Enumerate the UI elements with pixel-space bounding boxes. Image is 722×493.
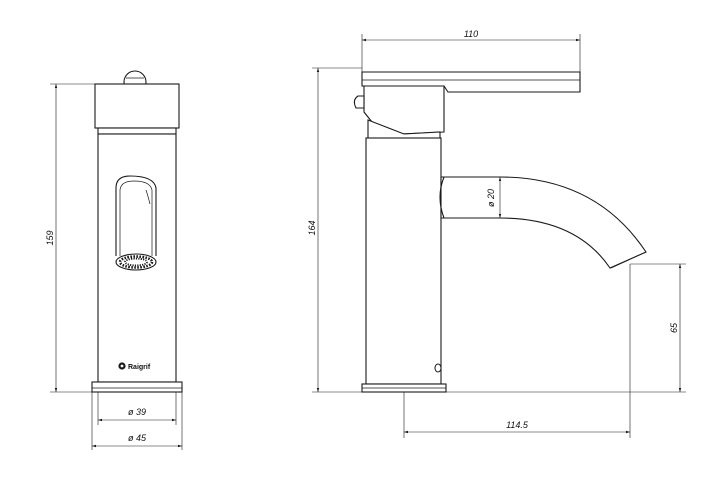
front-base — [91, 381, 183, 393]
front-dimensions: 159 ø 39 ø 45 — [45, 83, 183, 450]
dim-side-lever-length: 110 — [464, 29, 478, 39]
front-view: Raigrif — [91, 70, 183, 393]
dim-side-spout-height: 65 — [669, 322, 679, 333]
front-spout — [115, 175, 157, 256]
dim-front-height: 159 — [45, 230, 55, 245]
side-spout — [439, 176, 647, 269]
dim-front-base-inner: ø 39 — [128, 407, 146, 417]
brand-logo-text: Raigrif — [128, 364, 151, 371]
dim-side-height: 164 — [307, 220, 317, 235]
side-view — [353, 71, 647, 393]
front-collar — [97, 127, 177, 135]
front-top-cap — [94, 83, 180, 129]
dim-front-base-outer: ø 45 — [128, 433, 147, 443]
front-aerator — [115, 253, 157, 271]
side-body — [365, 137, 442, 385]
side-dimensions: 110 164 ø 20 65 114.5 — [307, 29, 686, 438]
dim-side-spout-diameter: ø 20 — [486, 189, 496, 207]
brand-logo: Raigrif — [118, 362, 151, 371]
dim-side-spout-reach: 114.5 — [506, 420, 529, 430]
